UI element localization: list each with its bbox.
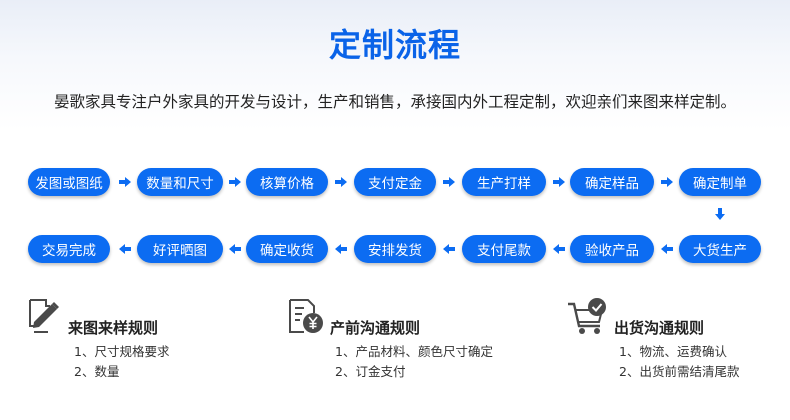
arrow-right-icon [661,177,673,187]
step-12: 确定收货 [246,235,328,263]
step-4: 支付定金 [354,168,436,196]
arrow-down-icon [715,208,725,220]
arrow-left-icon [553,244,565,254]
step-2: 数量和尺寸 [137,168,223,196]
arrow-left-icon [229,244,241,254]
arrow-right-icon [335,177,347,187]
step-6: 确定样品 [570,168,654,196]
step-7: 确定制单 [679,168,761,196]
cart-check-icon [566,296,606,336]
arrow-right-icon [553,177,565,187]
arrow-left-icon [335,244,347,254]
rule-title-3: 出货沟通规则 [614,319,705,337]
step-3: 核算价格 [246,168,328,196]
step-11: 安排发货 [354,235,436,263]
step-13: 好评晒图 [137,235,223,263]
yen-document-icon [286,296,326,336]
rule-item: 2、数量 [74,364,120,379]
header-band [0,0,790,130]
rule-title-1: 来图来样规则 [68,319,159,337]
rule-item: 1、尺寸规格要求 [74,344,170,359]
rule-item: 2、订金支付 [335,364,406,379]
arrow-right-icon [229,177,241,187]
step-9: 验收产品 [570,235,654,263]
arrow-right-icon [119,177,131,187]
rule-title-2: 产前沟通规则 [330,319,421,337]
step-14: 交易完成 [28,235,110,263]
step-5: 生产打样 [462,168,546,196]
rule-item: 1、物流、运费确认 [619,344,727,359]
step-10: 支付尾款 [462,235,546,263]
arrow-left-icon [443,244,455,254]
page-title: 定制流程 [328,26,461,64]
arrow-right-icon [443,177,455,187]
step-8: 大货生产 [679,235,761,263]
page-subtitle: 晏歌家具专注户外家具的开发与设计，生产和销售，承接国内外工程定制，欢迎亲们来图来… [53,93,736,111]
step-1: 发图或图纸 [28,168,110,196]
arrow-left-icon [119,244,131,254]
arrow-left-icon [661,244,673,254]
rule-item: 1、产品材料、颜色尺寸确定 [335,344,493,359]
drawing-pencil-icon [24,296,64,336]
rule-item: 2、出货前需结清尾款 [619,364,740,379]
